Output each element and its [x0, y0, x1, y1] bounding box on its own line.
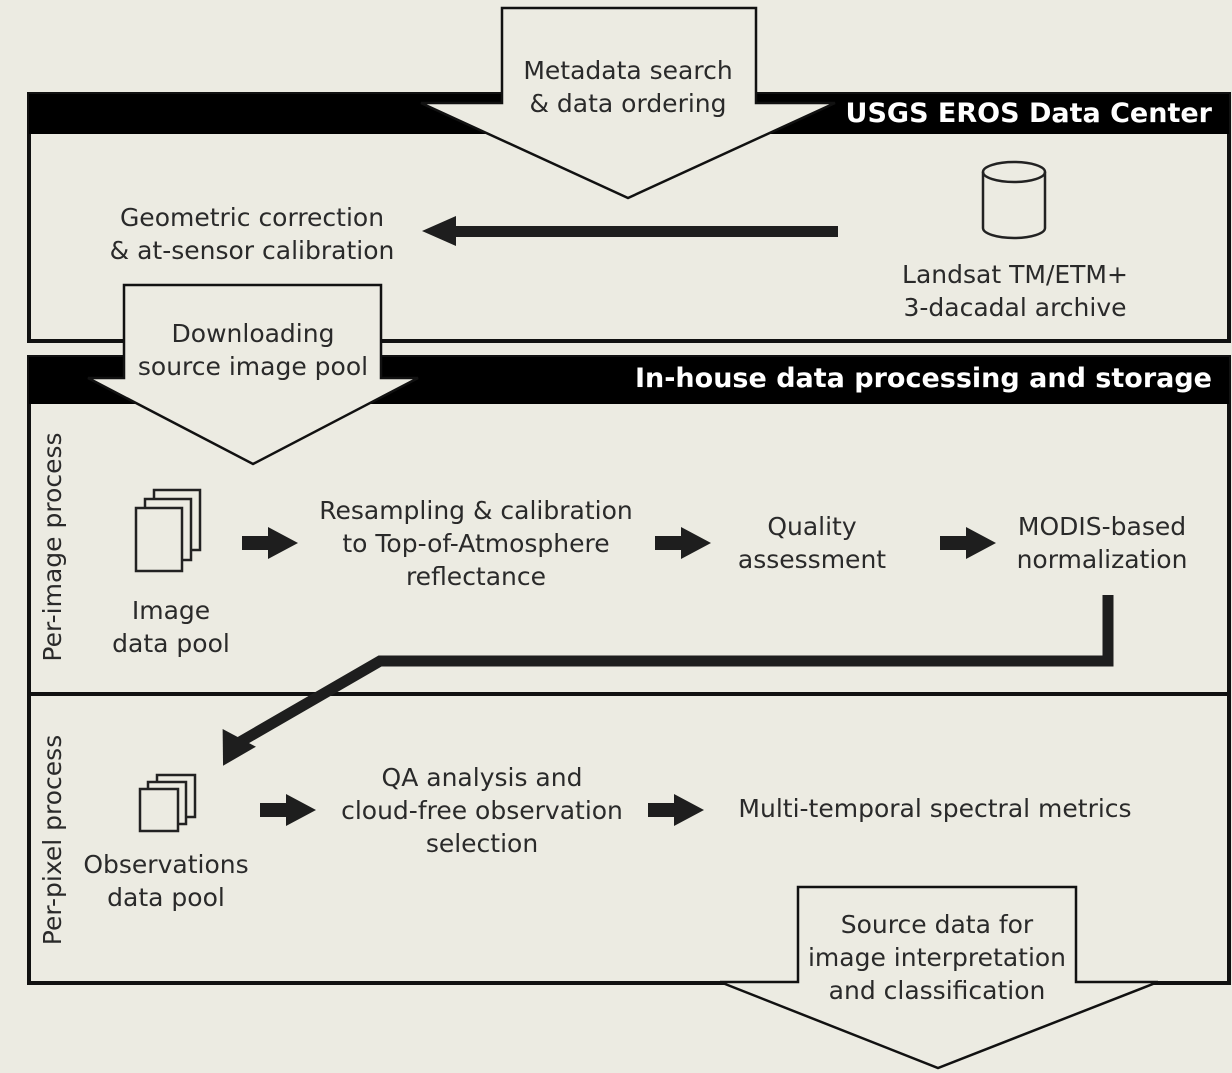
database-cylinder-icon [981, 160, 1047, 240]
quality-assessment-label: Quality assessment [737, 512, 887, 574]
arrow-quality-to-modis [940, 527, 996, 559]
observations-pool-label: Observations data pool [83, 850, 249, 912]
usgs-header: USGS EROS Data Center [845, 98, 1212, 129]
downloading-arrow [87, 283, 419, 466]
stacked-pages-icon-observations [138, 773, 197, 833]
geometric-correction-label: Geometric correction & at-sensor calibra… [109, 203, 395, 265]
spectral-metrics-label: Multi-temporal spectral metrics [738, 794, 1132, 823]
stacked-pages-icon [134, 488, 202, 573]
modis-to-observations-connector [222, 595, 1114, 766]
metadata-search-arrow [420, 6, 836, 200]
source-data-arrow [719, 885, 1159, 1070]
source-data-label: Source data for image interpretation and… [807, 910, 1067, 1005]
landsat-archive-label: Landsat TM/ETM+ 3-dacadal archive [902, 260, 1128, 322]
arrow-qa-to-metrics [648, 794, 704, 826]
downloading-label: Downloading source image pool [137, 319, 369, 381]
modis-normalization-label: MODIS-based normalization [1016, 512, 1188, 574]
image-data-pool-label: Image data pool [112, 596, 230, 658]
arrow-resampling-to-quality [655, 527, 711, 559]
metadata-search-label: Metadata search & data ordering [523, 56, 733, 118]
resampling-label: Resampling & calibration to Top-of-Atmos… [319, 496, 633, 591]
arrow-obspool-to-qa [260, 794, 316, 826]
arrow-pool-to-resampling [242, 527, 298, 559]
per-pixel-label: Per-pixel process [38, 734, 67, 946]
archive-to-geometric-arrow [422, 216, 838, 246]
inhouse-header: In-house data processing and storage [634, 363, 1212, 394]
per-image-label: Per-image process [38, 432, 67, 662]
qa-analysis-label: QA analysis and cloud-free observation s… [341, 763, 623, 858]
